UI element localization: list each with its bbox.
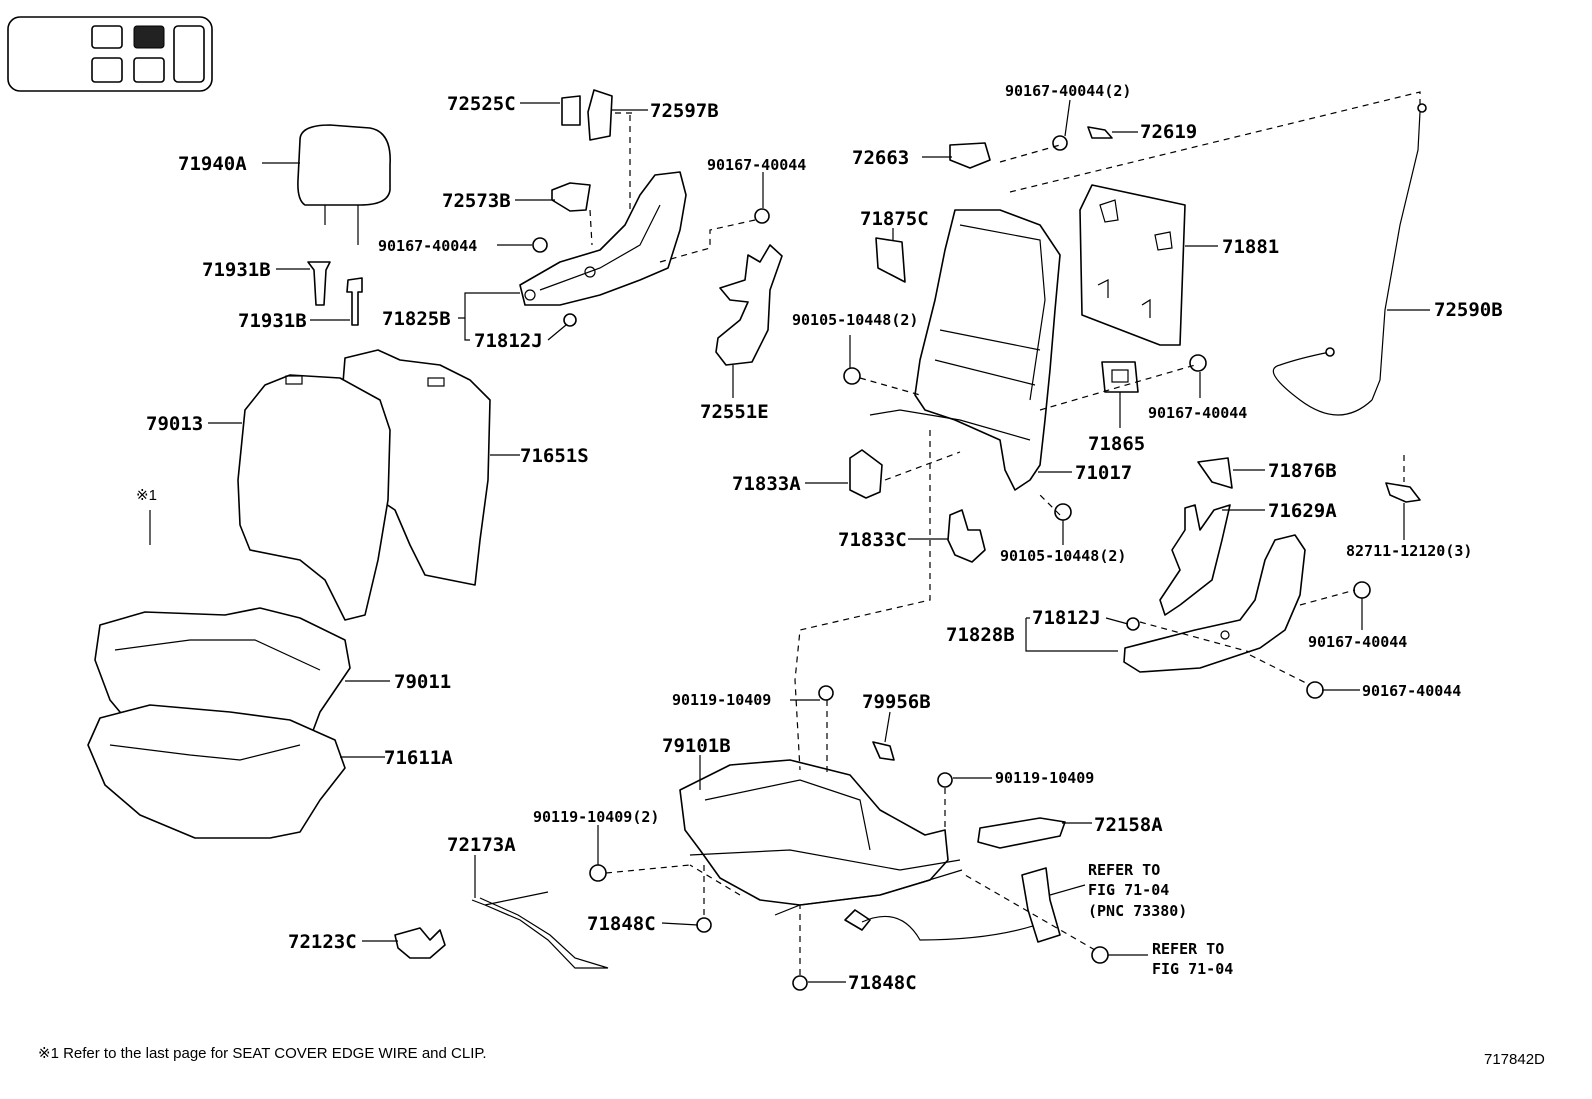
label-79011: 79011	[394, 671, 451, 693]
label-71931B-top: 71931B	[202, 259, 271, 281]
label-71848C-a: 71848C	[587, 913, 656, 935]
clip-79956B	[872, 741, 895, 761]
label-90119-10409-a: 90119-10409	[672, 691, 771, 709]
label-90167-40044-2: 90167-40044(2)	[1005, 82, 1131, 100]
label-71611A: 71611A	[384, 747, 453, 769]
refer-to-1-line3: (PNC 73380)	[1088, 902, 1187, 920]
label-82711-12120-3: 82711-12120(3)	[1346, 542, 1472, 560]
clip-82711	[1385, 482, 1421, 503]
bolts	[532, 135, 1371, 991]
leader-lines	[149, 99, 1430, 983]
label-72619: 72619	[1140, 121, 1197, 143]
back-board	[1079, 184, 1186, 346]
label-71881: 71881	[1222, 236, 1279, 258]
label-note-marker: ※1	[136, 487, 157, 504]
label-72551E: 72551E	[700, 401, 769, 423]
covers-71876-71629	[1159, 457, 1233, 616]
cover-72551E	[715, 244, 783, 366]
refer-to-1-line1: REFER TO	[1088, 861, 1160, 879]
label-90167-40044-b: 90167-40044	[707, 156, 806, 174]
label-72123C: 72123C	[288, 931, 357, 953]
label-71931B-bottom: 71931B	[238, 310, 307, 332]
label-90119-10409-2: 90119-10409(2)	[533, 808, 659, 826]
label-72590B: 72590B	[1434, 299, 1503, 321]
label-90167-40044-c: 90167-40044	[1148, 404, 1247, 422]
label-90119-10409-b: 90119-10409	[995, 769, 1094, 787]
label-71629A: 71629A	[1268, 500, 1337, 522]
label-71833C: 71833C	[838, 529, 907, 551]
side-shield-lower	[1123, 534, 1306, 673]
label-71876B: 71876B	[1268, 460, 1337, 482]
label-79956B: 79956B	[862, 691, 931, 713]
refer-to-2-line2: FIG 71-04	[1152, 960, 1233, 978]
plate-71875C	[875, 237, 906, 283]
label-72597B: 72597B	[650, 100, 719, 122]
label-90167-40044-e: 90167-40044	[1362, 682, 1461, 700]
figure-code: 717842D	[1484, 1051, 1545, 1068]
wire-72173A	[471, 891, 609, 969]
refer-to-1-line2: FIG 71-04	[1088, 881, 1169, 899]
refer-to-2-line1: REFER TO	[1152, 940, 1224, 958]
seatback-cushions	[237, 349, 491, 621]
label-71651S: 71651S	[520, 445, 589, 467]
label-72525C: 72525C	[447, 93, 516, 115]
side-shield-upper	[519, 171, 687, 306]
label-71825B: 71825B	[382, 308, 451, 330]
label-72573B: 72573B	[442, 190, 511, 212]
cable-72590B	[1272, 103, 1427, 416]
label-71940A: 71940A	[178, 153, 247, 175]
clip-72123C	[394, 927, 446, 959]
seatback-frame	[869, 142, 1061, 491]
upper-brackets	[551, 89, 632, 246]
label-90167-40044-a: 90167-40044	[378, 237, 477, 255]
label-71828B: 71828B	[946, 624, 1015, 646]
covers-71833	[849, 449, 986, 563]
label-72158A: 72158A	[1094, 814, 1163, 836]
part-labels: 71940A 71931B 71931B 72525C 72597B 72573…	[38, 82, 1545, 1068]
label-71812J-bottom: 71812J	[1032, 607, 1101, 629]
label-71865: 71865	[1088, 433, 1145, 455]
headrest-guides	[307, 261, 363, 326]
label-90105-10448-2-top: 90105-10448(2)	[792, 311, 918, 329]
seat-position-indicator	[7, 16, 213, 92]
seat-belt-buckle	[1021, 867, 1061, 943]
label-71875C: 71875C	[860, 208, 929, 230]
hook-71865	[1101, 361, 1139, 393]
clip-72619	[1087, 126, 1113, 139]
label-79101B: 79101B	[662, 735, 731, 757]
footnote: ※1 Refer to the last page for SEAT COVER…	[38, 1045, 487, 1062]
label-71833A: 71833A	[732, 473, 801, 495]
seat-cushions	[87, 607, 351, 839]
headrest	[297, 124, 391, 245]
label-79013: 79013	[146, 413, 203, 435]
label-90105-10448-2-bottom: 90105-10448(2)	[1000, 547, 1126, 565]
label-90167-40044-d: 90167-40044	[1308, 633, 1407, 651]
label-72663: 72663	[852, 147, 909, 169]
cover-72158A	[977, 817, 1066, 849]
label-71812J-top: 71812J	[474, 330, 543, 352]
seat-track-frame	[679, 759, 1051, 941]
assembly-lines	[605, 91, 1421, 975]
label-71017: 71017	[1075, 462, 1132, 484]
label-71848C-b: 71848C	[848, 972, 917, 994]
label-72173A: 72173A	[447, 834, 516, 856]
